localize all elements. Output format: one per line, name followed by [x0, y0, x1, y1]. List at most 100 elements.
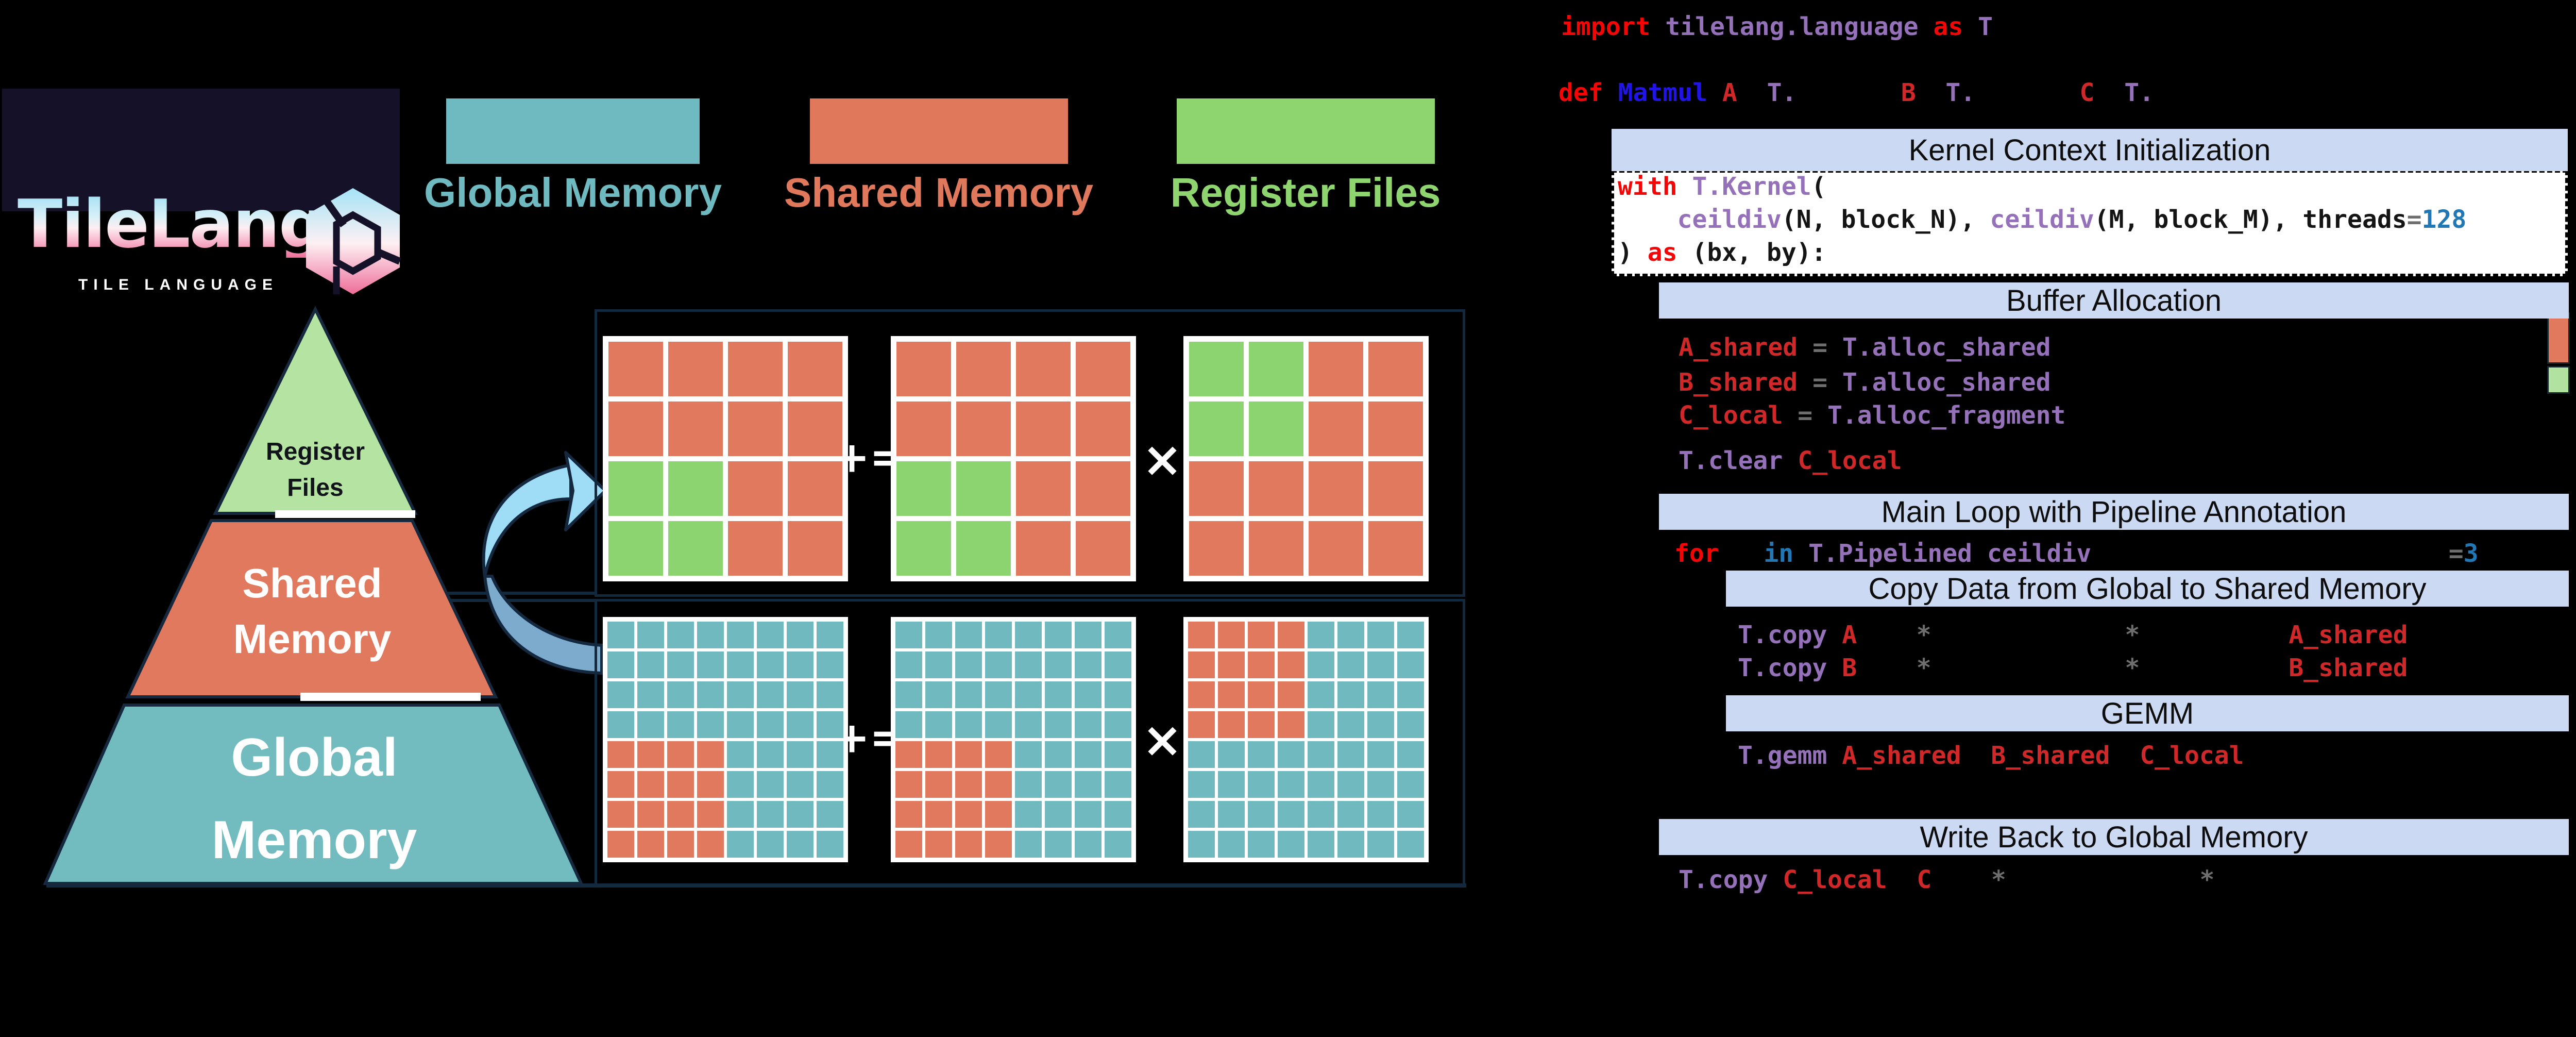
matrix-cell: [727, 801, 754, 828]
section-header-writeback: Write Back to Global Memory: [1659, 819, 2569, 855]
code-token: C_local: [1798, 446, 1902, 475]
matrix-cell: [1188, 771, 1215, 798]
matrix-cell: [787, 651, 814, 678]
matrix-cell: [727, 622, 754, 648]
matrix-cell: [727, 711, 754, 738]
section-header-buffer: Buffer Allocation: [1659, 282, 2569, 319]
matrix-cell: [1397, 681, 1424, 708]
matrix-cell: [817, 681, 843, 708]
tile-level-box: [595, 309, 1465, 597]
code-token: B_shared: [2289, 654, 2408, 682]
matrix-cell: [1397, 771, 1424, 798]
section-header-mainloop: Main Loop with Pipeline Annotation: [1659, 494, 2569, 530]
matrix-cell: [1397, 741, 1424, 768]
code-token: C_local: [1679, 401, 1798, 430]
matrix-cell: [1367, 801, 1394, 828]
matrix-cell: [1248, 622, 1275, 648]
code-token: 128: [2421, 205, 2467, 234]
matrix-cell: [667, 801, 694, 828]
code-token: T.copy: [1679, 865, 1783, 894]
pyramid-label-register-files: Register Files: [265, 438, 365, 501]
matrix-cell: [1015, 831, 1042, 858]
matrix-cell: [1076, 402, 1130, 456]
code-token: *: [2125, 621, 2140, 649]
matrix-cell: [667, 831, 694, 858]
code-token: as: [1933, 12, 1978, 41]
matrix-cell: [1218, 711, 1245, 738]
matrix-cell: [1188, 831, 1215, 858]
code-token: [1916, 78, 1946, 107]
matrix-cell: [985, 681, 1012, 708]
matrix-cell: [1218, 831, 1245, 858]
matrix-cell: [817, 831, 843, 858]
matrix-cell: [1188, 801, 1215, 828]
code-token: ceildiv: [1987, 539, 2092, 568]
legend-swatch-register: [1177, 98, 1435, 164]
multiply-operator-bottom: ×: [1142, 712, 1183, 768]
matrix-cell: [667, 711, 694, 738]
matrix-cell: [1367, 622, 1394, 648]
code-token: import: [1561, 12, 1666, 41]
matrix-cell: [985, 801, 1012, 828]
matrix-cell: [956, 461, 1011, 516]
code-line-close: ) as (bx, by):: [1618, 238, 1826, 267]
matrix-cell: [757, 651, 784, 678]
matrix-cell: [925, 771, 952, 798]
matrix-cell: [1308, 831, 1334, 858]
matrix-cell: [1016, 342, 1071, 396]
matrix-cell: [1105, 801, 1131, 828]
matrix-cell: [1397, 831, 1424, 858]
code-token: *: [2199, 865, 2215, 894]
matrix-cell: [637, 622, 664, 648]
matrix-cell: [1105, 622, 1131, 648]
code-token: T.Pipelined: [1808, 539, 1987, 568]
code-token: [1719, 539, 1764, 568]
matrix-cell: [1337, 771, 1364, 798]
matrix-cell: [896, 461, 951, 516]
matrix-cell: [727, 651, 754, 678]
matrix-c-global-matrix: [603, 617, 848, 862]
matrix-cell: [668, 342, 723, 396]
matrix-cell: [1337, 622, 1364, 648]
matrix-cell: [1278, 681, 1304, 708]
matrix-cell: [1188, 741, 1215, 768]
matrix-cell: [608, 402, 663, 456]
code-token: [1857, 621, 1917, 649]
matrix-cell: [1249, 461, 1303, 516]
matrix-cell: [607, 681, 634, 708]
code-token: =: [2406, 205, 2422, 234]
matrix-cell: [1188, 622, 1215, 648]
matrix-cell: [668, 402, 723, 456]
matrix-cell: [697, 771, 724, 798]
matrix-cell: [728, 402, 783, 456]
matrix-cell: [668, 521, 723, 576]
matrix-cell: [1309, 461, 1363, 516]
matrix-cell: [727, 681, 754, 708]
matrix-cell: [727, 771, 754, 798]
matrix-cell: [667, 681, 694, 708]
matrix-cell: [757, 831, 784, 858]
code-token: [1961, 741, 1991, 770]
logo-tagline: TILE LANGUAGE: [78, 276, 278, 293]
matrix-cell: [1278, 741, 1304, 768]
code-token: [1931, 865, 1991, 894]
code-token: [2140, 621, 2289, 649]
matrix-cell: [925, 831, 952, 858]
matrix-cell: [1248, 801, 1275, 828]
code-token: *: [1916, 654, 1931, 682]
matrix-cell: [1045, 651, 1072, 678]
code-token: 3: [2463, 539, 2479, 568]
matrix-cell: [985, 651, 1012, 678]
matrix-cell: [608, 521, 663, 576]
matrix-cell: [1367, 681, 1394, 708]
matrix-cell: [727, 741, 754, 768]
matrix-cell: [1218, 771, 1245, 798]
code-line-ceildiv: ceildiv(N, block_N), ceildiv(M, block_M)…: [1618, 205, 2467, 234]
code-token: ceildiv: [1677, 205, 1782, 234]
matrix-cell: [697, 741, 724, 768]
matrix-cell: [637, 801, 664, 828]
matrix-cell: [637, 741, 664, 768]
matrix-cell: [697, 681, 724, 708]
matrix-cell: [1045, 741, 1072, 768]
matrix-cell: [1189, 521, 1244, 576]
